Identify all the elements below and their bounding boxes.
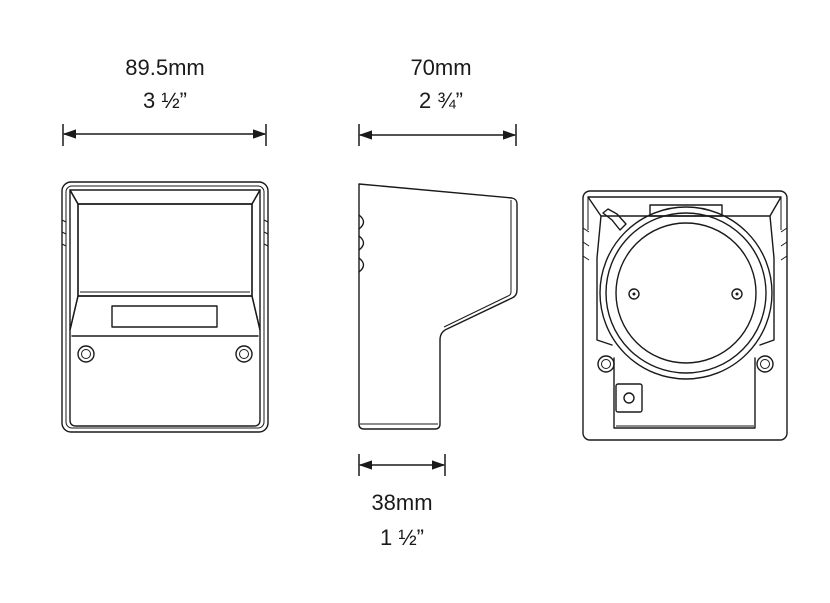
rear-lamp-hole-left-icon	[628, 288, 640, 300]
base-dimension: 38mm 1 ½”	[358, 454, 446, 550]
base-metric-label: 38mm	[371, 490, 432, 515]
rear-terminal-screw-icon	[623, 392, 635, 404]
rear-right-wall	[759, 215, 775, 346]
width-dimension: 89.5mm 3 ½”	[62, 55, 267, 146]
base-imperial-label: 1 ½”	[380, 525, 424, 550]
side-bump-1	[358, 214, 365, 230]
rear-wire-line	[611, 219, 621, 231]
front-label-plate	[111, 305, 218, 328]
rear-lamp-top-clip	[649, 204, 723, 217]
rear-view	[582, 190, 788, 441]
rear-lamp-hole-right-icon	[731, 288, 743, 300]
front-top-bezel	[69, 189, 261, 205]
rear-grip-ribs	[582, 227, 788, 261]
side-profile	[358, 183, 518, 430]
depth-dimension: 70mm 2 ¾”	[358, 55, 517, 146]
front-left-bezel	[69, 189, 79, 331]
rear-terminal-block	[615, 383, 643, 413]
side-view	[358, 183, 518, 430]
rear-lower-plate	[613, 357, 756, 429]
front-inner-edge	[65, 185, 265, 429]
width-metric-label: 89.5mm	[125, 55, 204, 80]
rear-side-lines	[587, 197, 782, 230]
rear-lamp-middle-ring	[605, 212, 767, 374]
front-screw-left-icon	[77, 345, 95, 363]
front-screw-right-icon	[235, 345, 253, 363]
front-right-bezel	[251, 189, 261, 331]
rear-lamp-outer-ring	[599, 206, 773, 380]
rear-left-wall	[596, 215, 613, 346]
width-imperial-label: 3 ½”	[143, 88, 187, 113]
side-inner-edge	[443, 200, 512, 328]
front-window	[77, 203, 253, 297]
front-lower-face	[69, 295, 261, 427]
side-bump-2	[358, 235, 365, 251]
depth-metric-label: 70mm	[410, 55, 471, 80]
rear-outer-body	[582, 190, 788, 441]
side-bump-3	[358, 257, 365, 273]
front-side-ridges	[61, 219, 269, 247]
rear-wire-connector-icon	[602, 208, 627, 231]
rear-lamp-inner-face	[615, 222, 757, 364]
rear-screw-right-icon	[756, 355, 774, 373]
depth-imperial-label: 2 ¾”	[419, 88, 463, 113]
front-view	[61, 181, 269, 433]
front-outer-body	[61, 181, 269, 433]
rear-screw-left-icon	[597, 355, 615, 373]
